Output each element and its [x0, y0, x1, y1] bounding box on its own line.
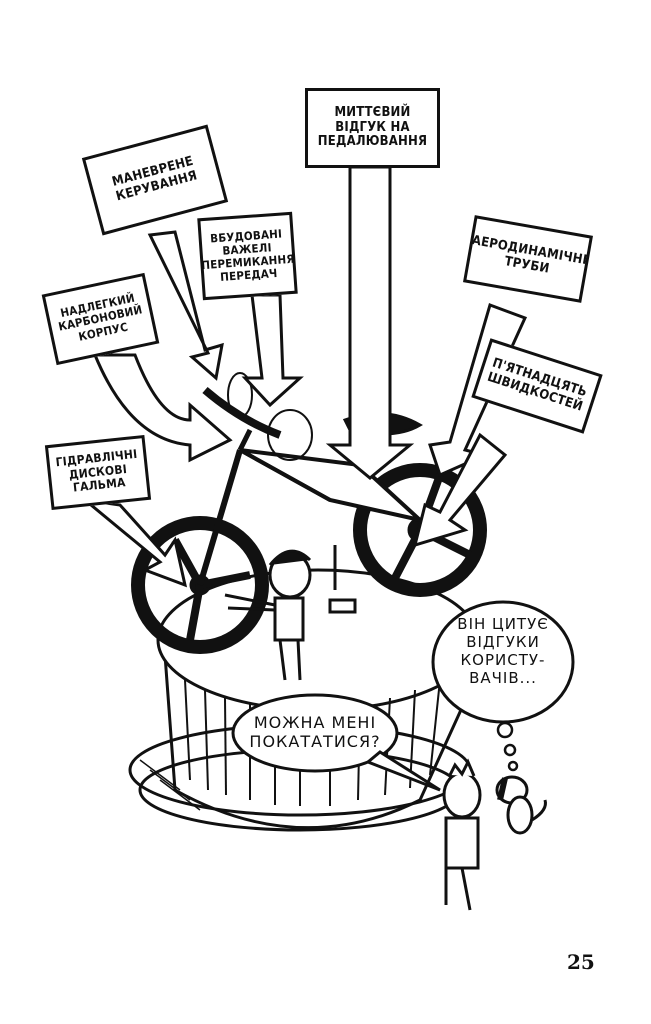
kid-question-bubble [231, 693, 399, 773]
speech-bubbles [231, 600, 575, 792]
dog-figure [495, 775, 547, 835]
dad-quote-text: Він цитує відгуки користу- вачів... [457, 615, 549, 687]
front-wheel [131, 516, 269, 654]
arrows [79, 165, 528, 588]
label-built-in-shifters: Вбудовані важелі перемикання передач [197, 211, 298, 301]
label-instant-response: Миттєвий відгук на педалювання [305, 88, 440, 168]
page-number: 25 [567, 950, 595, 974]
thought-dots [496, 721, 519, 772]
label-hydraulic-brakes: Гідравлічні дискові гальма [44, 434, 152, 511]
salesman-figure [224, 549, 312, 681]
dad-quote-bubble [431, 600, 575, 724]
kid-figure [442, 758, 482, 911]
kid-question-text: Можна мені покататися? [249, 713, 381, 752]
rear-wheel [353, 463, 487, 597]
